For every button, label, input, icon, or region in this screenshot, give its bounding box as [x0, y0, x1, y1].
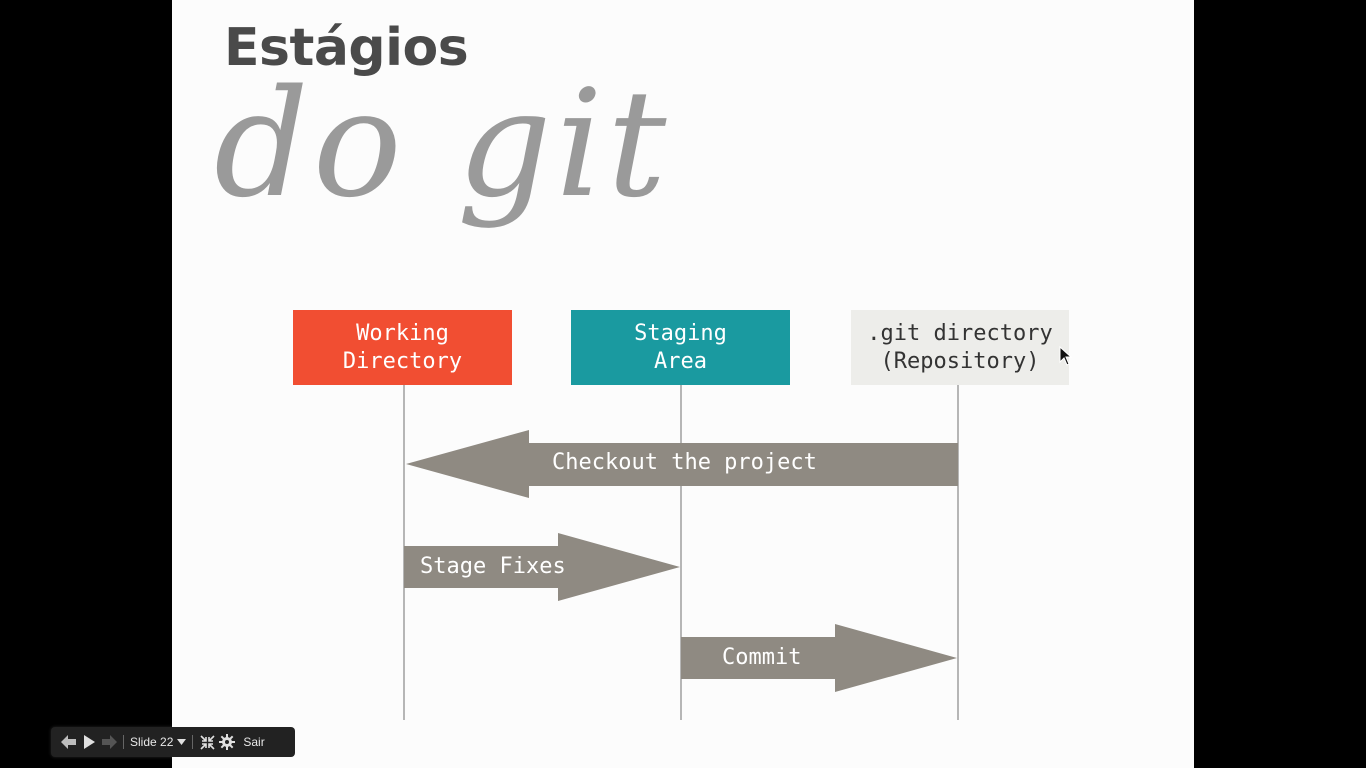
repository-box: .git directory (Repository) [851, 310, 1069, 385]
git-stages-diagram [403, 385, 959, 720]
play-button[interactable] [79, 731, 99, 753]
settings-button[interactable] [217, 731, 237, 753]
working-directory-box: Working Directory [293, 310, 512, 385]
exit-button[interactable]: Sair [243, 735, 265, 749]
slide-selector[interactable]: Slide 22 [128, 735, 188, 749]
arrow-right-icon [102, 735, 117, 749]
slide-number-label: Slide 22 [130, 735, 174, 749]
stage-fixes-arrow-label: Stage Fixes [420, 554, 566, 579]
checkout-arrow [406, 430, 958, 498]
stage-fixes-arrow [404, 533, 680, 601]
arrow-left-icon [61, 735, 76, 749]
next-slide-button[interactable] [99, 731, 119, 753]
staging-area-box: Staging Area [571, 310, 790, 385]
exit-fullscreen-button[interactable] [197, 731, 217, 753]
slide-title: Estágios [224, 18, 469, 78]
previous-slide-button[interactable] [59, 731, 79, 753]
slide-canvas: Estágios do git Working Directory Stagin… [172, 0, 1194, 768]
chevron-down-icon [177, 739, 187, 745]
mouse-pointer-icon [1059, 346, 1073, 366]
presentation-toolbar: Slide 22 Sair [51, 727, 295, 757]
commit-arrow-label: Commit [722, 645, 802, 670]
toolbar-divider [123, 735, 124, 749]
commit-arrow [681, 624, 957, 692]
gear-icon [219, 734, 236, 750]
slide-subtitle: do git [214, 58, 671, 230]
collapse-icon [200, 734, 215, 750]
checkout-arrow-label: Checkout the project [552, 450, 817, 475]
toolbar-divider [192, 735, 194, 749]
play-icon [84, 735, 95, 749]
